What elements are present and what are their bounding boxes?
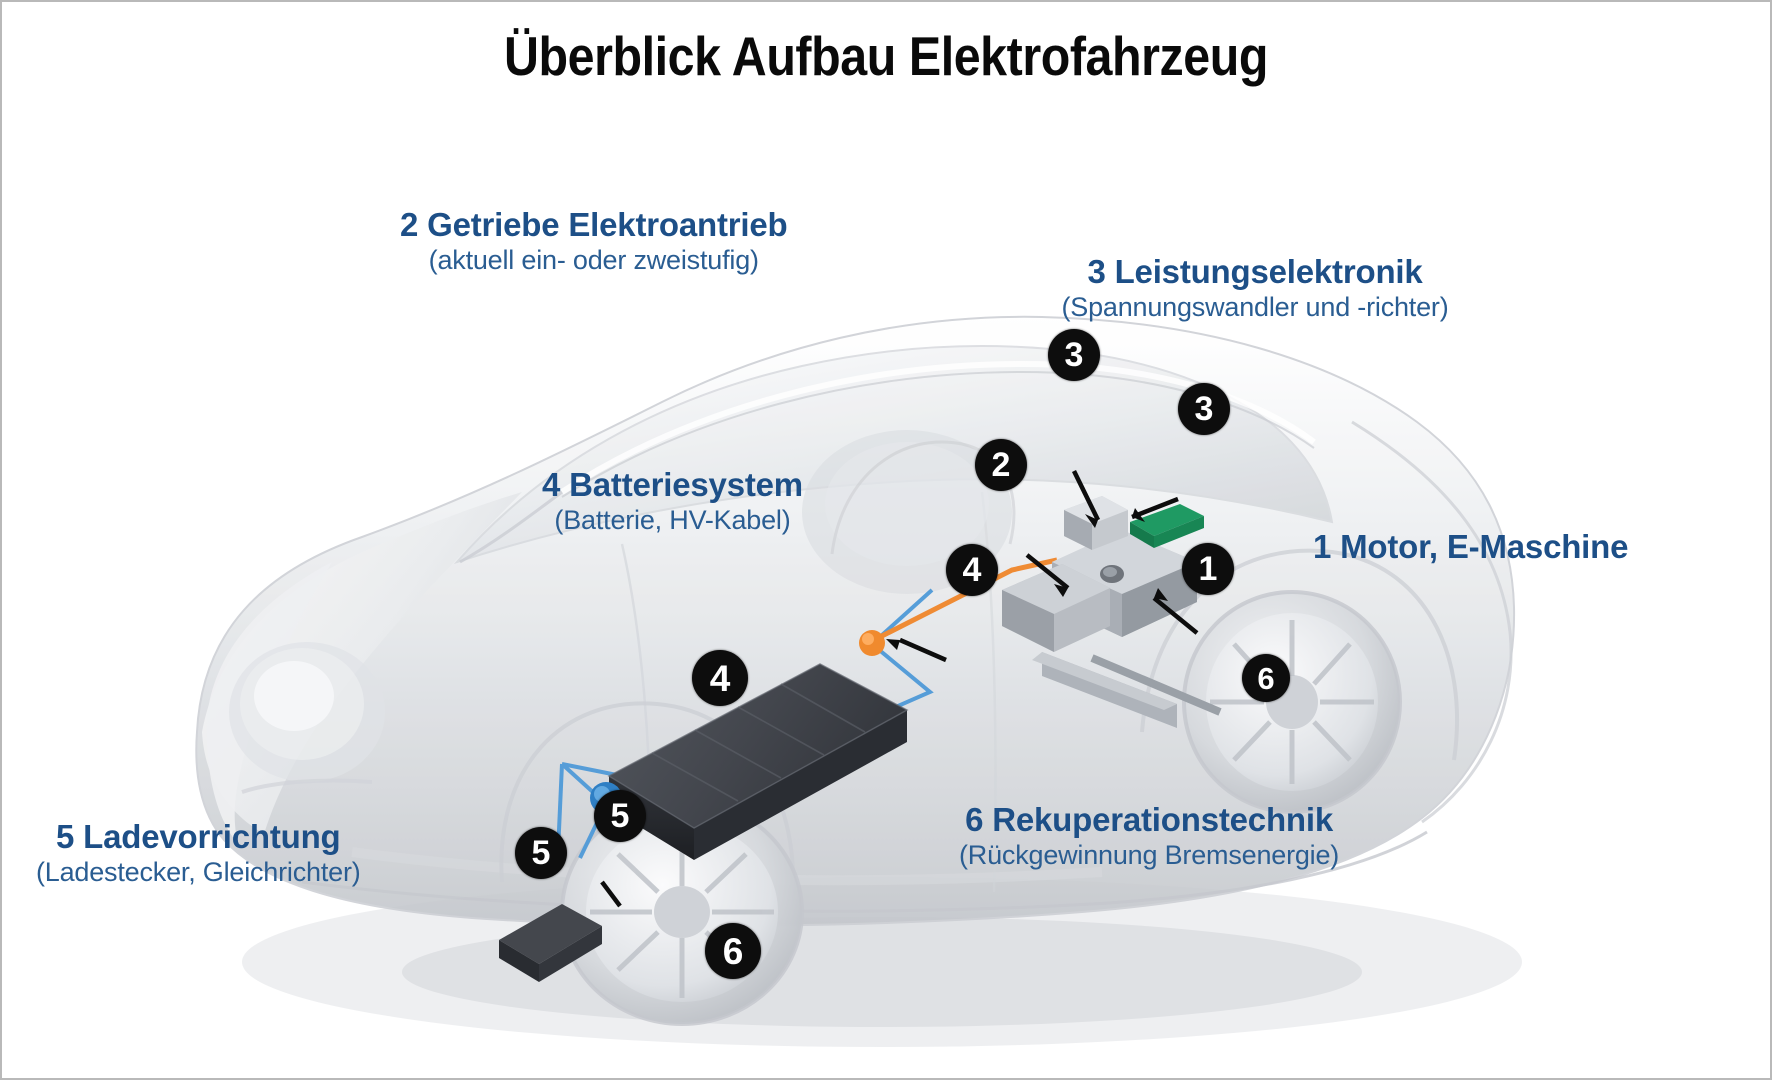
callout-badge-2-transmission: 2 — [975, 439, 1027, 491]
callout-badge-4-hv-cable: 4 — [946, 544, 998, 596]
callout-leader-lines — [600, 470, 1199, 908]
annotation-5-subtext: (Ladestecker, Gleichrichter) — [36, 856, 361, 887]
callout-badge-6-front-wheel: 6 — [705, 923, 761, 979]
annotation-1-heading: 1 Motor, E-Maschine — [1313, 528, 1629, 565]
annotation-6-heading: 6 Rekuperationstechnik — [965, 801, 1333, 838]
annotation-2-getriebe: 2 Getriebe Elektroantrieb (aktuell ein- … — [400, 206, 788, 276]
annotation-5-heading: 5 Ladevorrichtung — [56, 818, 341, 855]
electric-motor-assembly — [1002, 496, 1222, 728]
annotation-3-heading: 3 Leistungselektronik — [1087, 253, 1423, 290]
annotation-4-batteriesystem: 4 Batteriesystem (Batterie, HV-Kabel) — [542, 466, 803, 536]
hv-cable-orange — [872, 557, 1058, 643]
vehicle-diagram-scene — [2, 92, 1770, 1078]
page-title: Überblick Aufbau Elektrofahrzeug — [503, 25, 1269, 87]
annotation-3-leistungselektronik: 3 Leistungselektronik (Spannungswandler … — [1061, 253, 1449, 323]
callout-badge-3-inverter: 3 — [1048, 329, 1100, 381]
annotation-1-motor: 1 Motor, E-Maschine — [1313, 528, 1629, 566]
annotation-4-subtext: (Batterie, HV-Kabel) — [554, 504, 791, 535]
annotation-2-heading: 2 Getriebe Elektroantrieb — [400, 206, 788, 243]
callout-badge-4-battery: 4 — [692, 650, 748, 706]
callout-badge-1-motor: 1 — [1182, 543, 1234, 595]
callout-badge-5-plug: 5 — [515, 827, 567, 879]
rear-wheel — [1182, 590, 1402, 814]
annotation-4-heading: 4 Batteriesystem — [542, 466, 803, 503]
annotation-3-subtext: (Spannungswandler und -richter) — [1061, 291, 1449, 322]
annotation-6-rekuperationstechnik: 6 Rekuperationstechnik (Rückgewinnung Br… — [959, 801, 1340, 871]
callout-badge-5-socket: 5 — [594, 790, 646, 842]
annotation-6-subtext: (Rückgewinnung Bremsenergie) — [959, 839, 1340, 870]
callout-badge-6-rear-wheel: 6 — [1242, 654, 1290, 702]
annotation-2-subtext: (aktuell ein- oder zweistufig) — [428, 244, 759, 275]
callout-badge-3-converter: 3 — [1178, 383, 1230, 435]
car-body-ghost — [195, 315, 1516, 927]
annotation-5-ladevorrichtung: 5 Ladevorrichtung (Ladestecker, Gleichri… — [36, 818, 361, 888]
